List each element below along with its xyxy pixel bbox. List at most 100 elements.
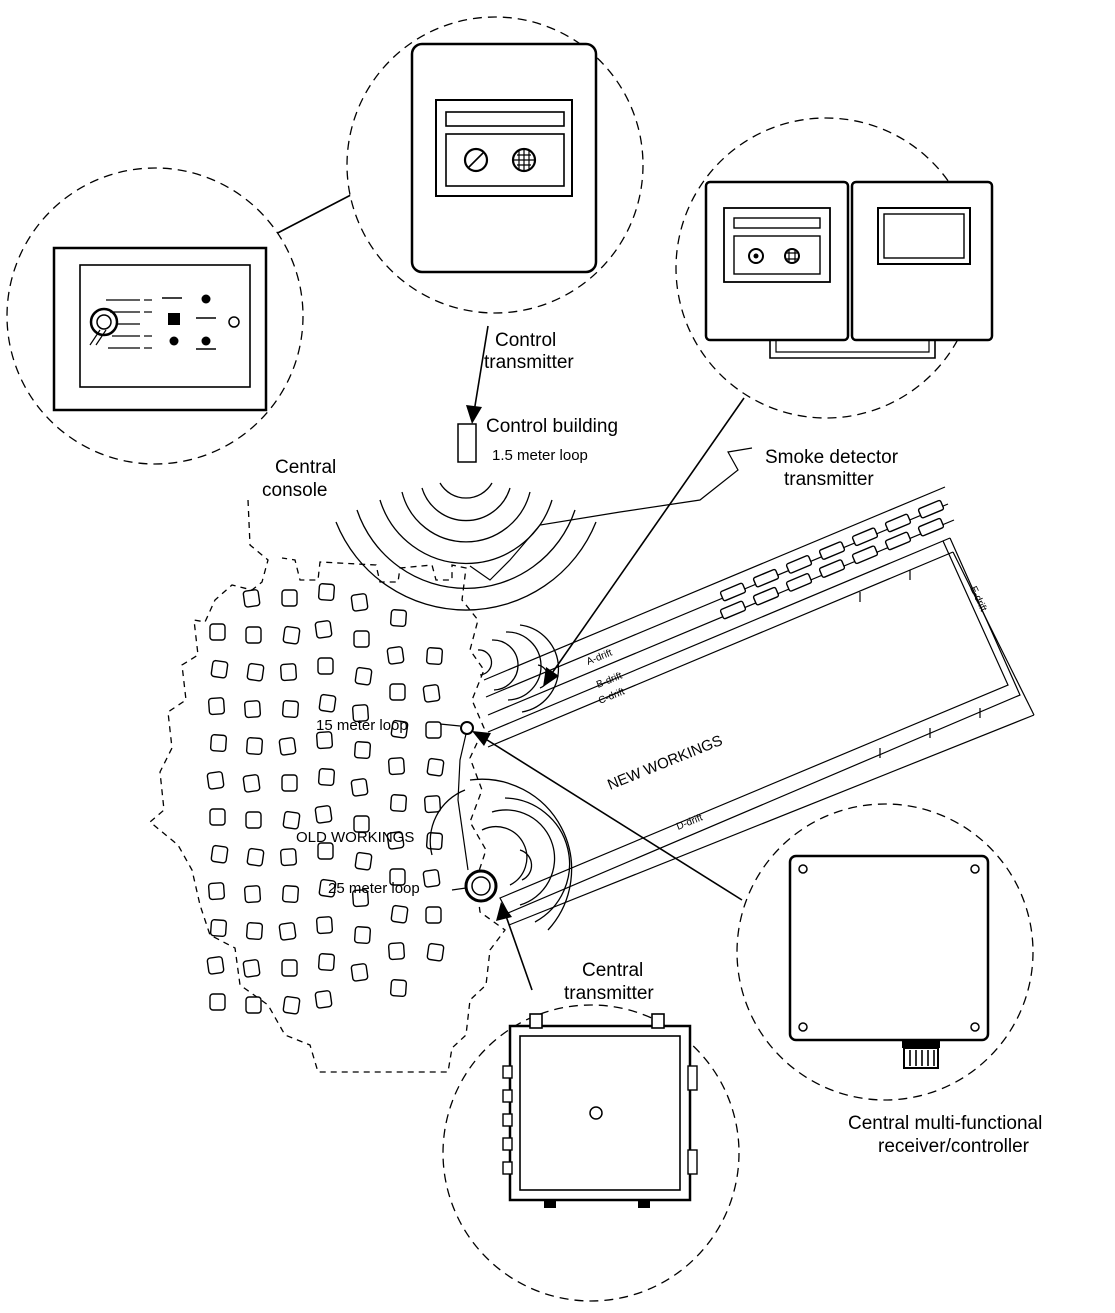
pillar [282,995,301,1015]
pillar [242,959,261,978]
pillar [353,630,370,648]
central-transmitter-label-1: Central [582,960,643,981]
pillar [245,737,264,756]
loop-15m-label: 15 meter loop [316,717,408,734]
central-transmitter-bubble [442,1004,740,1302]
pillar [314,805,333,824]
pillar [243,700,262,719]
smoke-detector-cable [469,447,753,581]
pillar [353,815,370,833]
console-panel [89,294,240,350]
pillar [209,623,226,641]
pillar-grid [206,583,445,1015]
pillar [209,993,226,1011]
pillar [314,990,333,1009]
pillar [426,942,445,962]
pillar [354,851,373,871]
pillar [350,963,369,982]
pillar [425,647,444,666]
pillar [209,919,228,938]
loop-1-5m-label: 1.5 meter loop [492,447,588,464]
pillar [389,683,406,701]
a-drift-line-top [483,486,946,681]
pillar [353,926,372,945]
pillar [281,959,298,977]
pillar [422,869,441,888]
drift-stubs [859,570,981,758]
pillar [243,885,262,904]
receiver-controller-label-2: receiver/controller [878,1136,1030,1157]
pillar [209,734,228,753]
pillar [386,831,405,850]
smoke-detector-label-1: Smoke detector [765,447,899,468]
old-workings-label: OLD WORKINGS [296,829,414,846]
pillar [350,593,369,612]
pillar [353,741,372,760]
d-drift-line [508,714,1035,926]
drift-pillar [719,600,747,620]
loop-cable [457,733,469,871]
pillar [387,757,406,776]
pillar [245,996,262,1014]
pillar [354,666,373,686]
pillar [314,620,333,639]
pillar [386,646,405,665]
pillar [426,757,445,777]
pillar [389,609,408,628]
loop-15m-marker [460,721,474,735]
pillar [389,979,408,998]
pillar [242,774,261,793]
pillar [425,721,442,739]
pillar [207,882,226,901]
drift-label-a: A-drift [585,648,614,668]
control-transmitter-label-2: transmitter [484,352,574,373]
central-console-label-1: Central [275,457,336,478]
receiver-controller-bubble [736,803,1034,1101]
pillar [318,878,337,898]
drift-pillar [917,499,945,519]
drift-pillar [884,513,912,533]
pillar [282,810,301,830]
pillar [390,719,409,739]
central-transmitter-label-2: transmitter [564,983,654,1004]
pillar [210,659,229,679]
c-drift-line-top [487,537,951,733]
loop-25m-label: 25 meter loop [328,880,420,897]
pillar [315,731,334,750]
central-console-bubble [6,167,304,465]
pillar [281,589,298,607]
pillar [281,774,298,792]
drift-pillar [851,545,879,565]
control-building-label: Control building [486,416,618,437]
pillar [246,662,265,682]
pillar [317,583,336,602]
drift-pillars [719,499,945,620]
signal-waves [335,482,597,931]
pillar [318,693,337,713]
pillar [317,657,334,675]
pillar [390,904,409,924]
drift-pillar [851,527,879,547]
pillar [317,842,334,860]
old-workings-boundary [148,499,506,1073]
pillar [351,704,370,723]
drift-label-e: E-drift [967,585,988,614]
side-latches [502,1065,698,1175]
loop-25m-leader [451,887,467,891]
drift-pillar [818,559,846,578]
drift-label-d: D-drift [675,812,705,832]
drift-pillar [785,555,813,574]
drift-pillar [818,541,846,560]
connector-icon [903,1047,939,1069]
pillar [423,795,442,814]
pillar [281,885,300,904]
drift-pillar [884,531,912,551]
pillar [317,953,336,972]
drift-pillar [752,568,780,588]
pillar [245,922,264,941]
pillar [245,626,262,644]
new-workings-boundary [499,537,1021,914]
control-transmitter-label-1: Control [495,330,556,351]
central-console-label-2: console [262,480,328,501]
drift-pillar [752,586,780,606]
